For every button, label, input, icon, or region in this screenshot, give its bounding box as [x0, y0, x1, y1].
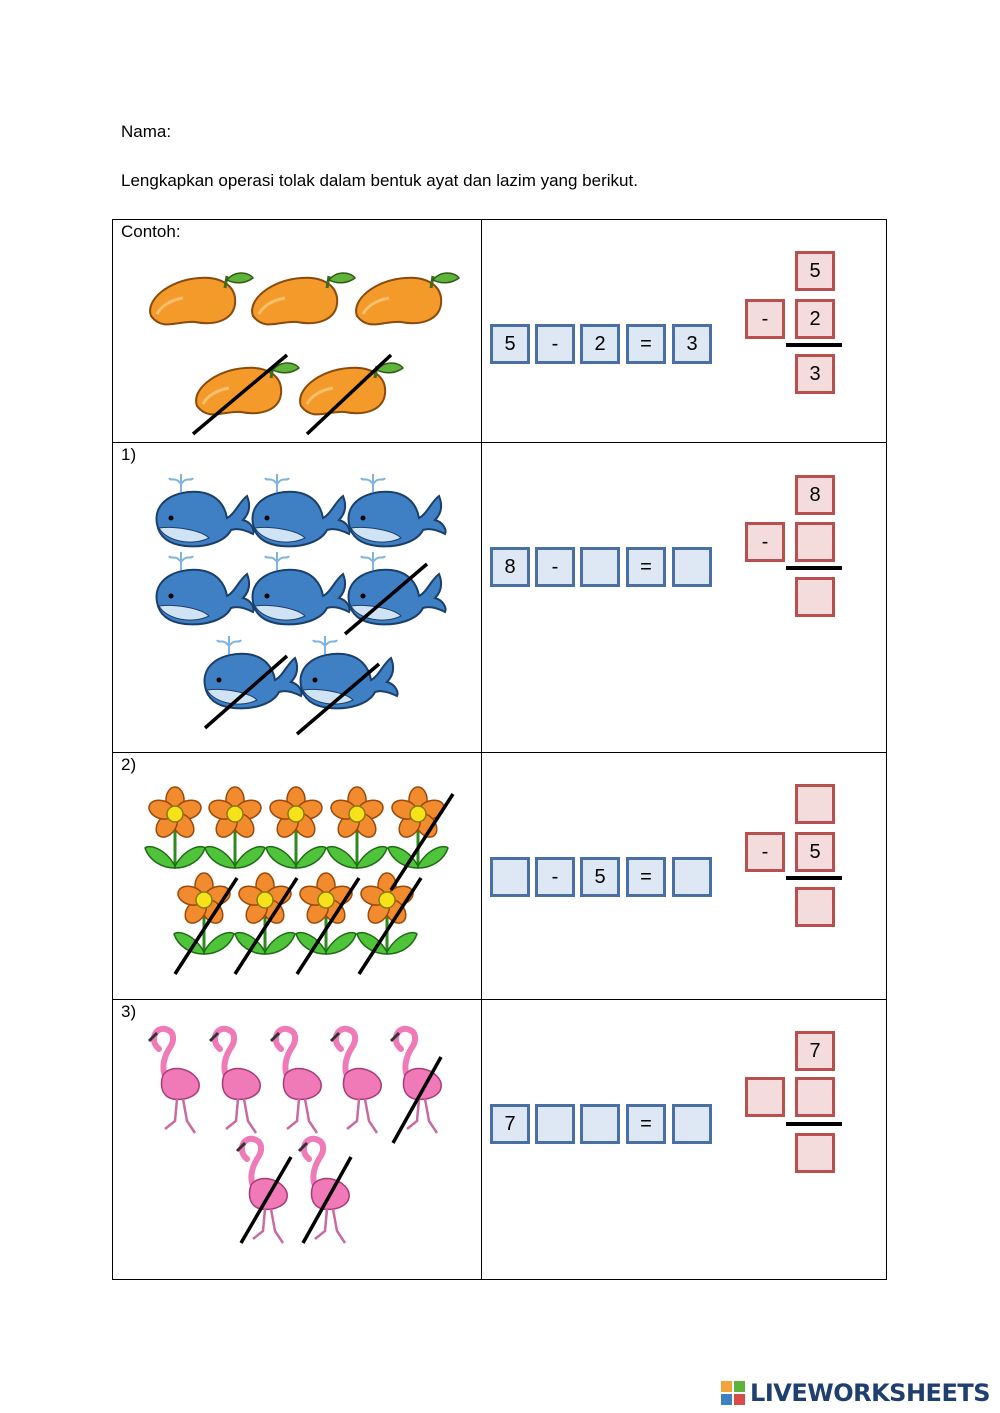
answer-input-1-2[interactable] — [580, 547, 620, 587]
whale-icon — [347, 473, 447, 548]
horizontal-box-1-1: - — [535, 547, 575, 587]
vertical-sign-1: - — [745, 522, 785, 562]
vertical-top-1: 8 — [795, 475, 835, 515]
answer-vertical-top-2[interactable] — [795, 784, 835, 824]
worksheet-table: Contoh: 1) — [112, 219, 887, 1280]
vertical-underline — [786, 876, 842, 880]
liveworksheets-logo: LIVEWORKSHEETS — [720, 1379, 990, 1407]
liveworksheets-logo-icon — [721, 1381, 746, 1405]
flamingo-icon — [237, 1139, 287, 1243]
vertical-top-3: 7 — [795, 1031, 835, 1071]
horizontal-box-2-2: 5 — [580, 857, 620, 897]
vertical-underline — [786, 343, 842, 347]
whale-icon — [251, 551, 351, 626]
mango-icon — [298, 361, 405, 416]
cross-out-line — [295, 662, 381, 736]
row-label-2: 2) — [121, 755, 137, 774]
vertical-middle-2: 5 — [795, 832, 835, 872]
whale-icon — [251, 473, 351, 548]
flamingo-icon — [210, 1029, 260, 1133]
horizontal-box-0-0: 5 — [490, 324, 530, 364]
cross-out-line — [301, 1156, 353, 1244]
answer-input-2-0[interactable] — [490, 857, 530, 897]
cross-out-line — [239, 1156, 293, 1244]
flower-icon — [294, 871, 358, 956]
flamingo-picture-group — [113, 999, 481, 1281]
answer-vertical-result-2[interactable] — [795, 887, 835, 927]
flamingo-icon — [331, 1029, 381, 1133]
example-picture-group — [113, 220, 481, 442]
cross-out-line — [343, 562, 429, 636]
mango-icon — [354, 271, 461, 326]
flamingo-icon — [299, 1139, 349, 1243]
column-divider — [481, 220, 482, 1279]
mango-icon — [250, 271, 357, 326]
cross-out-line — [233, 877, 299, 975]
horizontal-box-0-4: 3 — [672, 324, 712, 364]
cross-out-line — [295, 877, 361, 975]
instruction-text: Lengkapkan operasi tolak dalam bentuk ay… — [121, 171, 638, 190]
flamingo-icon — [391, 1029, 441, 1133]
vertical-underline — [786, 566, 842, 570]
answer-vertical-sign-3[interactable] — [745, 1077, 785, 1117]
answer-input-3-4[interactable] — [672, 1104, 712, 1144]
cross-out-line — [191, 353, 289, 436]
flower-icon — [143, 785, 207, 870]
horizontal-box-2-1: - — [535, 857, 575, 897]
answer-vertical-result-1[interactable] — [795, 577, 835, 617]
flower-icon — [233, 871, 297, 956]
row-label-example: Contoh: — [121, 222, 181, 241]
vertical-sign-0: - — [745, 299, 785, 339]
cross-out-line — [391, 1056, 443, 1144]
flower-picture-group — [113, 752, 481, 999]
row-divider — [113, 752, 886, 753]
horizontal-box-1-3: = — [626, 547, 666, 587]
answer-input-1-4[interactable] — [672, 547, 712, 587]
whale-picture-group — [113, 442, 481, 752]
horizontal-box-0-2: 2 — [580, 324, 620, 364]
vertical-result-0: 3 — [795, 354, 835, 394]
flower-icon — [203, 785, 267, 870]
name-label: Nama: — [121, 122, 172, 141]
cross-out-line — [203, 654, 289, 730]
mango-icon — [148, 271, 255, 326]
horizontal-box-1-0: 8 — [490, 547, 530, 587]
answer-vertical-middle-3[interactable] — [795, 1077, 835, 1117]
answer-vertical-middle-1[interactable] — [795, 522, 835, 562]
cross-out-line — [305, 353, 393, 436]
horizontal-box-3-3: = — [626, 1104, 666, 1144]
row-label-3: 3) — [121, 1002, 137, 1021]
flamingo-icon — [149, 1029, 199, 1133]
row-divider — [113, 442, 886, 443]
flower-icon — [264, 785, 328, 870]
horizontal-box-0-1: - — [535, 324, 575, 364]
horizontal-box-2-3: = — [626, 857, 666, 897]
vertical-sign-2: - — [745, 832, 785, 872]
answer-vertical-result-3[interactable] — [795, 1133, 835, 1173]
answer-input-3-2[interactable] — [580, 1104, 620, 1144]
horizontal-box-3-0: 7 — [490, 1104, 530, 1144]
flamingo-icon — [271, 1029, 321, 1133]
vertical-middle-0: 2 — [795, 299, 835, 339]
row-divider — [113, 999, 886, 1000]
cross-out-line — [357, 877, 423, 975]
answer-input-2-4[interactable] — [672, 857, 712, 897]
vertical-underline — [786, 1122, 842, 1126]
cross-out-line — [173, 877, 239, 975]
answer-input-3-1[interactable] — [535, 1104, 575, 1144]
whale-icon — [155, 473, 255, 548]
whale-icon — [155, 551, 255, 626]
horizontal-box-0-3: = — [626, 324, 666, 364]
whale-icon — [299, 635, 399, 710]
cross-out-line — [389, 793, 455, 891]
vertical-top-0: 5 — [795, 251, 835, 291]
whale-icon — [203, 635, 303, 710]
brand-text: LIVEWORKSHEETS — [750, 1379, 990, 1407]
flower-icon — [325, 785, 389, 870]
flower-icon — [172, 871, 236, 956]
flower-icon — [386, 785, 450, 870]
flower-icon — [355, 871, 419, 956]
row-label-1: 1) — [121, 445, 137, 464]
